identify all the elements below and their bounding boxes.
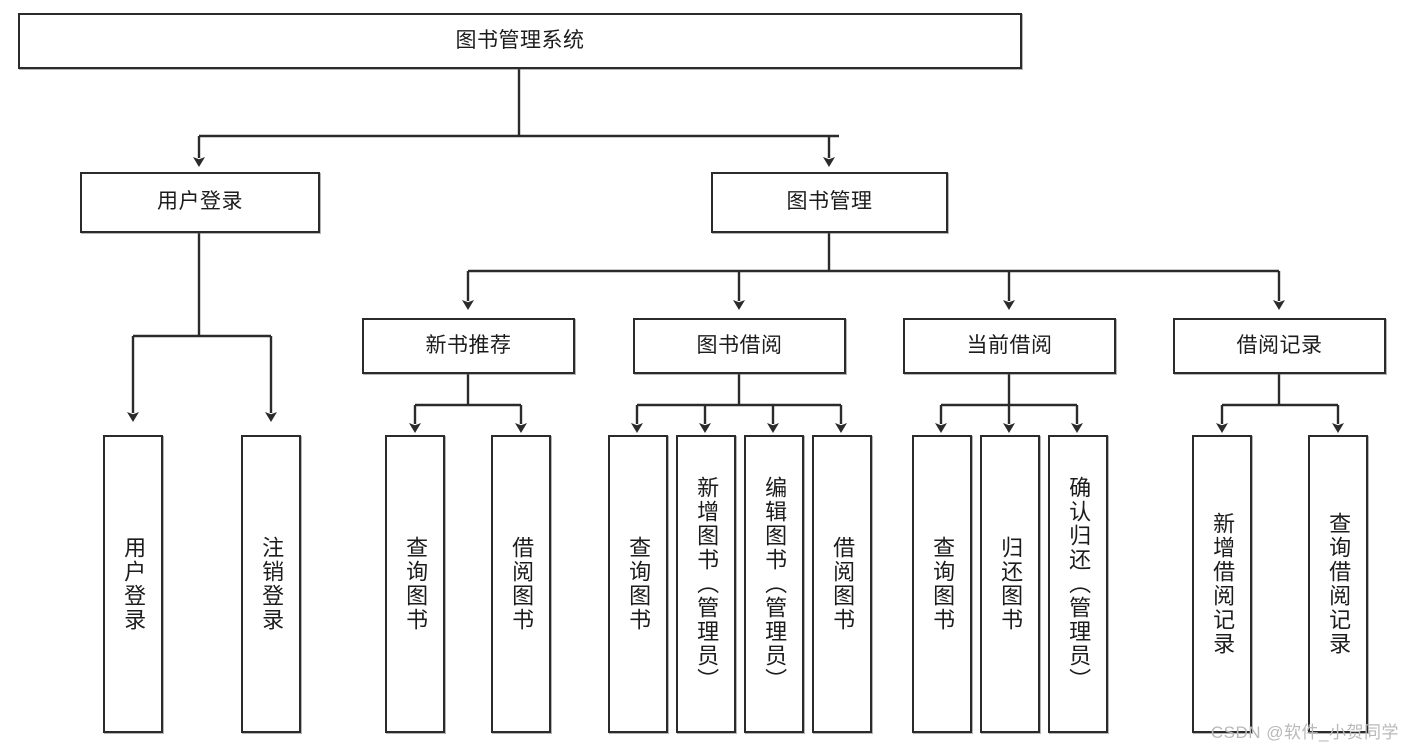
node-label: 注销登录 xyxy=(259,536,285,632)
node-leaf-add-book-admin[interactable]: 新增图书（管理员） xyxy=(676,435,736,733)
node-leaf-borrow-book-recommend[interactable]: 借阅图书 xyxy=(491,435,551,733)
node-current-borrow[interactable]: 当前借阅 xyxy=(903,318,1116,374)
node-root-book-management-system[interactable]: 图书管理系统 xyxy=(18,13,1022,69)
node-leaf-query-book-recommend[interactable]: 查询图书 xyxy=(385,435,445,733)
node-leaf-borrow-book[interactable]: 借阅图书 xyxy=(812,435,872,733)
node-label: 查询图书 xyxy=(930,536,956,632)
node-leaf-edit-book-admin[interactable]: 编辑图书（管理员） xyxy=(744,435,804,733)
node-book-management[interactable]: 图书管理 xyxy=(711,172,948,233)
node-leaf-query-book-current[interactable]: 查询图书 xyxy=(912,435,972,733)
node-label: 图书管理系统 xyxy=(455,28,585,52)
node-label: 查询借阅记录 xyxy=(1326,512,1352,656)
node-label: 归还图书 xyxy=(998,536,1024,632)
node-label: 图书借阅 xyxy=(696,333,783,357)
node-leaf-user-login[interactable]: 用户登录 xyxy=(103,435,163,733)
node-label: 当前借阅 xyxy=(966,333,1053,357)
node-new-book-recommend[interactable]: 新书推荐 xyxy=(362,318,575,374)
node-label: 查询图书 xyxy=(626,536,652,632)
node-label: 借阅记录 xyxy=(1236,333,1323,357)
node-leaf-confirm-return-admin[interactable]: 确认归还（管理员） xyxy=(1048,435,1108,733)
node-user-login[interactable]: 用户登录 xyxy=(80,172,320,233)
node-borrow-record[interactable]: 借阅记录 xyxy=(1173,318,1386,374)
node-leaf-query-borrow-record[interactable]: 查询借阅记录 xyxy=(1308,435,1368,733)
node-leaf-logout[interactable]: 注销登录 xyxy=(241,435,301,733)
node-label: 用户登录 xyxy=(157,190,243,214)
node-label: 用户登录 xyxy=(121,536,147,632)
node-book-borrow[interactable]: 图书借阅 xyxy=(633,318,846,374)
node-label: 借阅图书 xyxy=(830,536,856,632)
node-leaf-return-book[interactable]: 归还图书 xyxy=(980,435,1040,733)
node-label: 借阅图书 xyxy=(509,536,535,632)
node-label: 新书推荐 xyxy=(425,333,512,357)
node-label: 图书管理 xyxy=(786,190,873,214)
node-leaf-add-borrow-record[interactable]: 新增借阅记录 xyxy=(1192,435,1252,733)
node-label: 查询图书 xyxy=(403,536,429,632)
node-label: 编辑图书（管理员） xyxy=(762,476,788,692)
csdn-watermark: CSDN @软件_小贺同学 xyxy=(1210,723,1399,742)
node-leaf-query-book-borrow[interactable]: 查询图书 xyxy=(608,435,668,733)
node-label: 新增借阅记录 xyxy=(1210,512,1236,656)
node-label: 新增图书（管理员） xyxy=(694,476,720,692)
node-label: 确认归还（管理员） xyxy=(1066,476,1092,692)
